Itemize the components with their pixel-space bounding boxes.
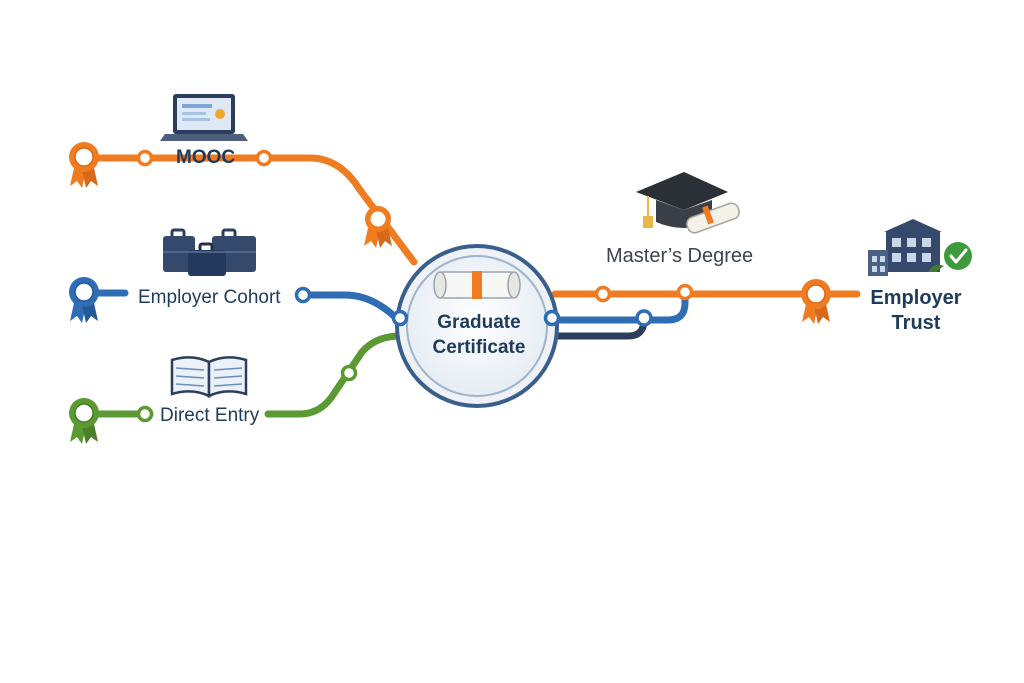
employer-trust-line-2: Trust <box>891 312 941 334</box>
award-ribbon-icon <box>801 279 831 324</box>
mooc-route-line <box>80 154 418 266</box>
employer-cohort-label: Employer Cohort <box>138 287 281 308</box>
award-ribbon-icon <box>69 398 99 444</box>
office-building-check-icon <box>868 219 972 276</box>
graduation-cap-icon <box>636 172 740 234</box>
award-ribbon-icon <box>69 277 99 323</box>
graduate-certificate-hub <box>395 244 559 408</box>
diploma-scroll-icon <box>433 271 521 299</box>
award-ribbon-icon <box>69 142 99 188</box>
employer-trust-line-1: Employer <box>870 287 962 309</box>
employer-trust-label: Employer Trust <box>858 286 974 336</box>
station-markers <box>136 149 694 423</box>
mooc-label: MOOC <box>176 147 236 168</box>
briefcases-icon <box>163 228 256 276</box>
open-book-icon <box>170 356 248 398</box>
graduate-certificate-label: Graduate Certificate <box>404 310 554 360</box>
masters-degree-label: Master’s Degree <box>606 245 754 267</box>
hub-label-line-2: Certificate <box>432 337 526 358</box>
direct-entry-label: Direct Entry <box>160 405 260 426</box>
laptop-icon <box>160 94 248 141</box>
award-ribbon-icon <box>364 206 392 248</box>
employer-trust-route-line <box>551 290 689 324</box>
hub-label-line-1: Graduate <box>437 312 521 333</box>
